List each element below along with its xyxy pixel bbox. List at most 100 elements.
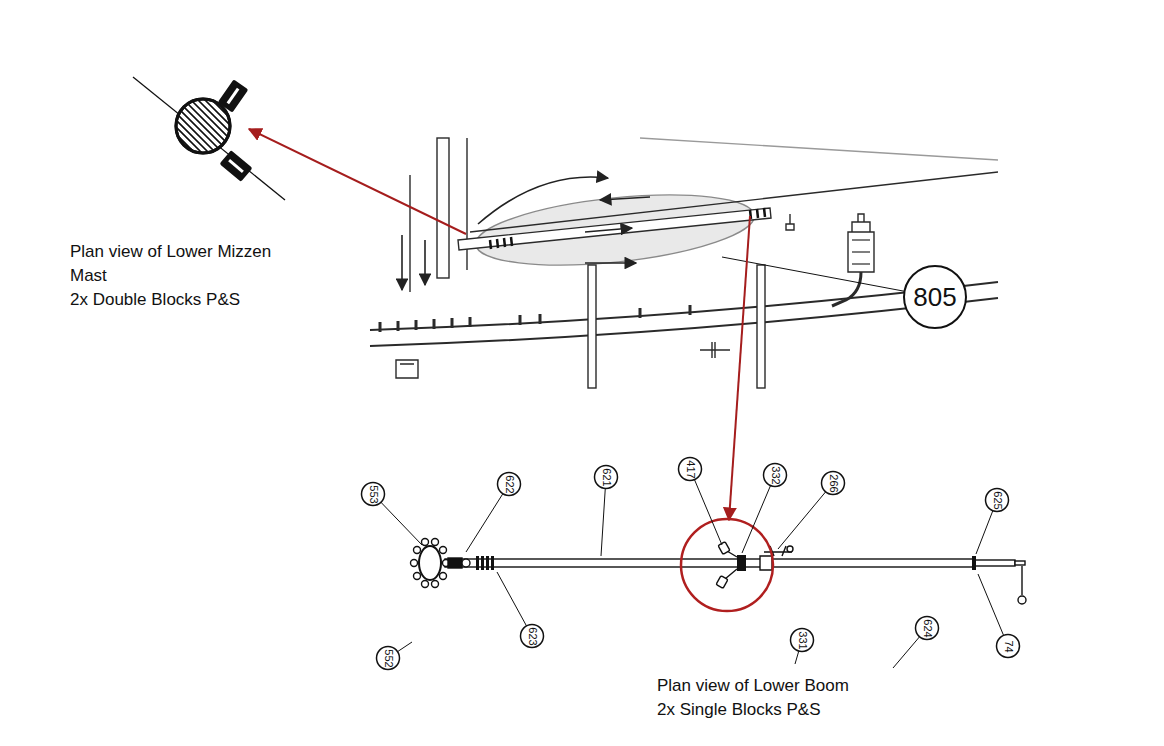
block-strops: [725, 551, 737, 579]
arrow: [585, 228, 632, 232]
text-holder: 332: [766, 470, 784, 481]
arrow: [401, 235, 403, 290]
text-holder: 74: [1002, 641, 1014, 652]
circle: [521, 625, 544, 648]
text-holder: 417: [681, 464, 699, 475]
boom: [458, 208, 771, 250]
text-holder: 625: [988, 495, 1006, 506]
circle: [822, 472, 845, 495]
text-holder: 623: [523, 631, 541, 642]
sail-foot: [470, 172, 998, 232]
circle: [986, 489, 1009, 512]
stay: [409, 175, 410, 292]
leader-line: [722, 257, 935, 297]
callout-circle: 621: [593, 464, 619, 490]
single-block: [716, 576, 728, 589]
callout-number: 621: [600, 468, 611, 486]
callout-circle: 552: [375, 645, 401, 671]
callout-circle: 805: [902, 264, 968, 330]
callout-number: 74: [1003, 640, 1014, 652]
circle: [997, 635, 1020, 658]
hatching: [128, 86, 278, 166]
cleat-pin: [787, 546, 793, 552]
circle: [791, 629, 814, 652]
arrow: [478, 177, 608, 224]
leader-lines: [373, 469, 1008, 668]
cleat-base: [760, 556, 772, 570]
belaying-pins: [380, 305, 690, 332]
callout-number: 266: [827, 474, 838, 492]
callout-circle: 331: [789, 627, 815, 653]
arrow: [585, 262, 636, 264]
caption-text: 2x Double Blocks P&S: [70, 288, 370, 312]
mast: [437, 138, 449, 278]
text-holder: 805: [913, 284, 956, 310]
text-holder: 266: [824, 478, 842, 489]
arrow: [600, 197, 650, 200]
boom-end: [975, 560, 1015, 566]
rail: [370, 298, 998, 346]
caption-text: Plan view of Lower Boom: [657, 674, 977, 698]
lantern-bracket: [832, 272, 861, 306]
stanchion: [757, 265, 765, 388]
callout-circle: 553: [360, 481, 386, 507]
double-block: [218, 79, 249, 112]
caption-text: Plan view of Lower Mizzen Mast: [70, 240, 298, 288]
lantern: [848, 214, 874, 272]
highlight-circle: [681, 519, 773, 611]
parrel-beads: [411, 539, 450, 588]
callout-circle: 623: [519, 623, 545, 649]
cleat: [700, 342, 730, 358]
text-holder: 331: [793, 635, 811, 646]
circle: [362, 483, 385, 506]
fitting: [786, 214, 794, 230]
lantern-bars: [852, 240, 870, 264]
callout-circle: 417: [677, 456, 703, 482]
ring: [1018, 596, 1026, 604]
callout-circle: 624: [914, 615, 940, 641]
end-fitting: [1015, 561, 1025, 565]
circle: [377, 647, 400, 670]
pointer-arrow: [249, 129, 466, 234]
text-holder: 622: [500, 479, 518, 490]
callout-number: 417: [684, 460, 695, 478]
callout-number: 552: [382, 649, 393, 667]
mast-outline: [176, 99, 230, 153]
circle: [904, 266, 966, 328]
text-holder: 552: [379, 653, 397, 664]
caption-text: 2x Single Blocks P&S: [657, 698, 977, 722]
mast-line: [466, 138, 467, 270]
callout-circle: 74: [995, 633, 1021, 659]
arrow: [424, 240, 426, 285]
callout-circle: 266: [820, 470, 846, 496]
callout-number: 332: [769, 466, 780, 484]
callout-circle: 625: [984, 487, 1010, 513]
callout-number: 625: [991, 491, 1002, 509]
boom-spar: [445, 559, 975, 567]
double-block: [219, 150, 252, 182]
gooseneck: [419, 546, 441, 580]
boom-bands: [490, 208, 765, 249]
jaw: [448, 558, 462, 568]
single-block: [718, 542, 730, 555]
text-holder: 621: [597, 472, 615, 483]
rail: [370, 282, 998, 330]
callout-number: 805: [913, 284, 956, 310]
text-holder: 553: [364, 489, 382, 500]
stanchion: [588, 265, 596, 388]
boom-plan-view: [411, 539, 1027, 605]
callout-circle: 622: [496, 471, 522, 497]
circle: [498, 473, 521, 496]
circle: [764, 464, 787, 487]
callout-number: 553: [367, 485, 378, 503]
callout-number: 622: [503, 475, 514, 493]
circle: [595, 466, 618, 489]
callout-circle: 332: [762, 462, 788, 488]
callout-number: 624: [921, 619, 932, 637]
pin: [462, 559, 470, 567]
pointer-arrow: [729, 216, 750, 520]
deck-illustration: [370, 138, 998, 388]
callout-number: 623: [526, 627, 537, 645]
